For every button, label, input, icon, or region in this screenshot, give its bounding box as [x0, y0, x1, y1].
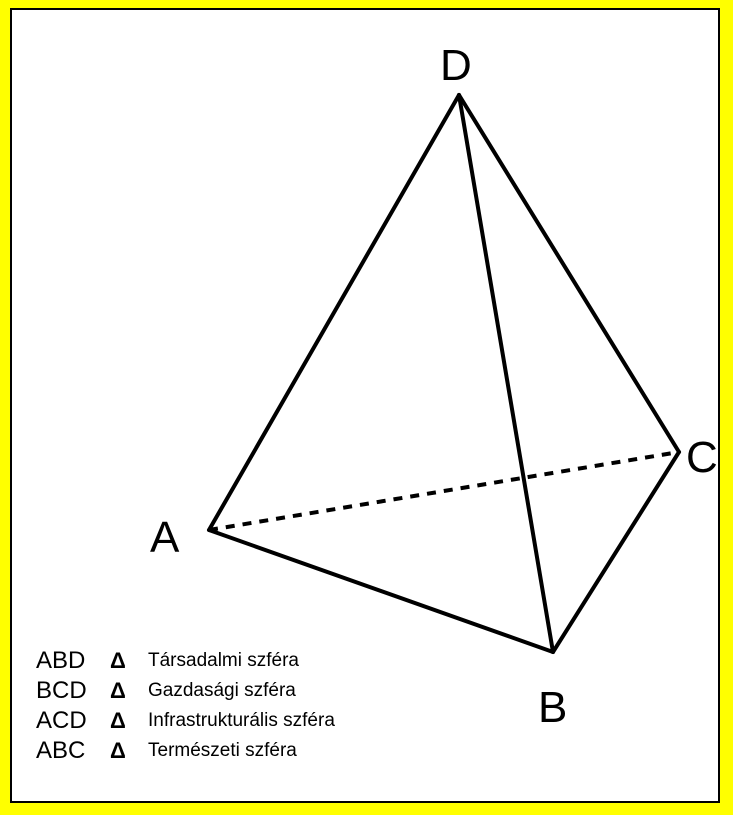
legend-label: Gazdasági szféra [148, 680, 296, 701]
edge-bc [551, 450, 681, 654]
legend-label: Infrastrukturális szféra [148, 710, 335, 731]
triangle-icon: Δ [110, 648, 126, 673]
legend-item: ACD Δ Infrastrukturális szféra [36, 706, 335, 736]
triangle-icon: Δ [110, 678, 126, 703]
legend-code: ABC [36, 737, 86, 764]
legend-item: BCD Δ Gazdasági szféra [36, 676, 335, 706]
vertex-label-c: C [686, 433, 718, 482]
edge-dc [457, 93, 681, 454]
edge-da [207, 93, 461, 532]
edge-ab [207, 528, 555, 654]
legend-item: ABC Δ Természeti szféra [36, 736, 335, 766]
diagram-panel [10, 8, 720, 803]
legend-label: Természeti szféra [148, 740, 297, 761]
vertex-label-d: D [440, 41, 472, 90]
legend: ABD Δ Társadalmi szféra BCD Δ Gazdasági … [36, 646, 335, 766]
vertex-label-a: A [150, 513, 180, 562]
triangle-icon: Δ [110, 738, 126, 763]
legend-label: Társadalmi szféra [148, 650, 299, 671]
triangle-icon: Δ [110, 708, 126, 733]
legend-item: ABD Δ Társadalmi szféra [36, 646, 335, 676]
legend-code: ABD [36, 647, 86, 674]
legend-code: BCD [36, 677, 87, 704]
edge-ac-hidden [208, 450, 680, 532]
vertex-label-b: B [538, 683, 567, 732]
edge-db [457, 93, 555, 654]
legend-code: ACD [36, 707, 87, 734]
